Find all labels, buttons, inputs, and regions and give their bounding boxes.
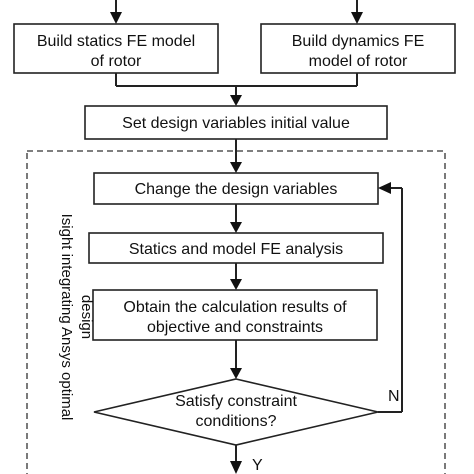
arrowhead-into-change-variables [230, 162, 242, 173]
arrowhead-into-dynamics-model [351, 12, 363, 24]
edge-label-yes: Y [252, 457, 263, 474]
arrowhead-into-analysis [230, 222, 242, 233]
dynamics-fe-model-line-2: model of rotor [309, 53, 408, 70]
change-variables-label: Change the design variables [135, 181, 338, 198]
statics-fe-model-line-1: Build statics FE model [37, 33, 195, 50]
dynamics-fe-model-line-1: Build dynamics FE [292, 33, 425, 50]
decision-line-1: Satisfy constraint [175, 393, 297, 410]
decision-line-2: conditions? [196, 413, 277, 430]
initial-value-label: Set design variables initial value [122, 115, 350, 132]
arrowhead-into-statics-model [110, 12, 122, 24]
loop-label-line-2: design [78, 295, 95, 339]
arrowhead-into-change-from-loop [378, 182, 391, 194]
arrowhead-into-decision [230, 368, 242, 379]
obtain-results-line-2: objective and constraints [147, 319, 323, 336]
obtain-results-box [92, 289, 378, 341]
arrowhead-into-initial-value [230, 95, 242, 106]
initial-value-box [84, 105, 388, 140]
loop-label: Isight integrating Ansys optimal design [58, 214, 95, 421]
statics-fe-model-line-2: of rotor [91, 53, 142, 70]
satisfy-decision-diamond [93, 378, 379, 446]
statics-fe-model-box [13, 23, 219, 74]
obtain-results-line-1: Obtain the calculation results of [123, 299, 347, 316]
statics-analysis-label: Statics and model FE analysis [129, 241, 343, 258]
optimization-loop-boundary [26, 150, 446, 474]
arrowhead-exit [230, 461, 242, 474]
loop-label-line-1: Isight integrating Ansys optimal [58, 214, 75, 421]
arrowhead-into-results [230, 279, 242, 290]
edge-label-no: N [388, 388, 400, 405]
